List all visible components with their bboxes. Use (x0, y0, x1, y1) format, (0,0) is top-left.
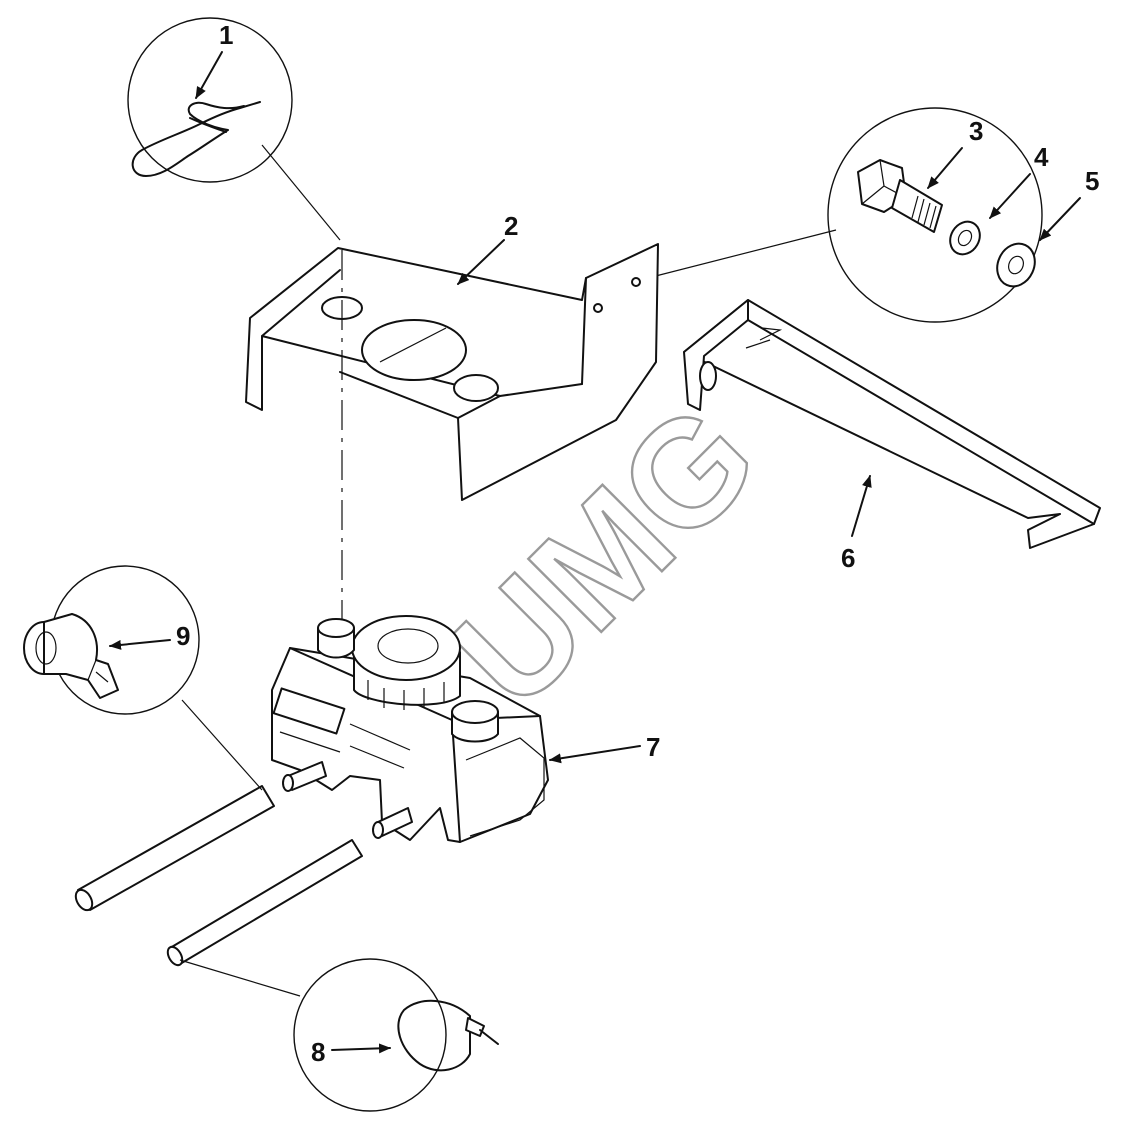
callout-1: 1 (219, 20, 233, 50)
callout-6: 6 (841, 543, 855, 573)
detail-circle-cable-tie (179, 958, 499, 1112)
callout-7: 7 (646, 732, 660, 762)
reservoir-assembly (271, 615, 549, 843)
callout-arrows (109, 51, 1081, 1054)
callout-2: 2 (504, 211, 518, 241)
callout-8: 8 (311, 1037, 325, 1067)
bolt-shank (891, 179, 943, 233)
lock-washer (949, 220, 981, 256)
hoses (74, 785, 363, 967)
detail-circle-hose-clamp (23, 565, 263, 791)
mounting-bracket (245, 243, 659, 620)
hose-upper (77, 785, 275, 911)
callout-4: 4 (1034, 142, 1049, 172)
support-strap (683, 299, 1101, 549)
callout-3: 3 (969, 116, 983, 146)
detail-circle-hairpin-clip (127, 17, 341, 241)
flat-washer (996, 242, 1036, 288)
callout-5: 5 (1085, 166, 1099, 196)
hose-lower (169, 839, 363, 965)
detail-circle-hardware (639, 107, 1043, 323)
callout-9: 9 (176, 621, 190, 651)
